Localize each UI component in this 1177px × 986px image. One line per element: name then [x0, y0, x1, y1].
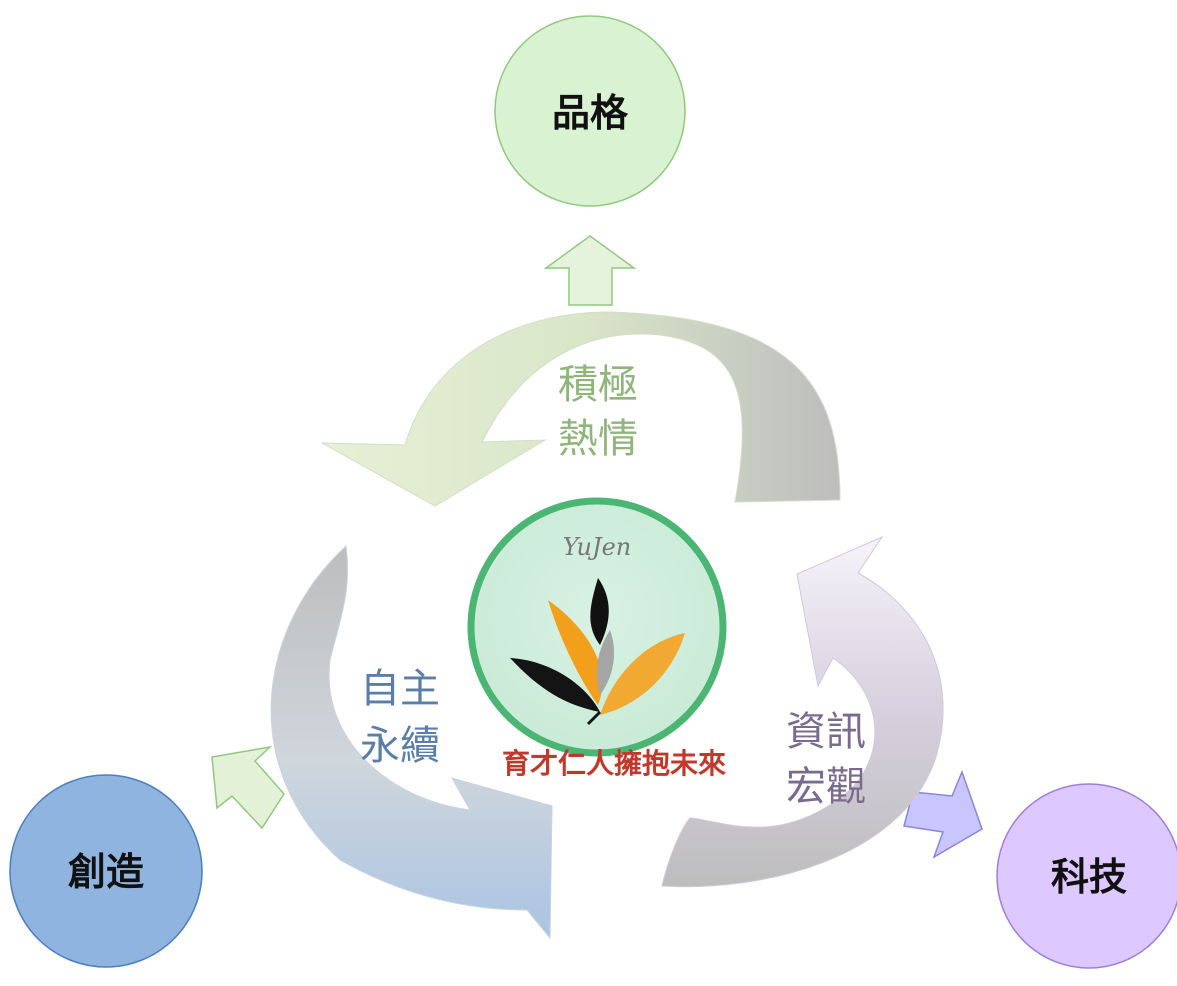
- logo-name: YuJen: [563, 533, 632, 561]
- small-arrow-lower-right-icon: [903, 769, 983, 859]
- phrase-left: 自主 永續: [360, 666, 440, 769]
- small-arrow-up-icon: [543, 235, 637, 306]
- curved-arrow-left-icon: [270, 544, 553, 940]
- node-technology-circle: [996, 783, 1177, 969]
- leaf-emblem-icon: [510, 578, 685, 726]
- phrase-top-line1: 積極: [558, 362, 638, 408]
- phrase-top: 積極 熱情: [558, 362, 638, 462]
- phrase-top-line2: 熱情: [558, 416, 638, 462]
- phrase-right-line1: 資訊: [786, 709, 866, 755]
- curved-arrow-top-icon: [321, 311, 841, 507]
- node-character-circle: [494, 15, 686, 207]
- phrase-right-line2: 宏觀: [786, 764, 866, 810]
- small-arrow-lower-left-icon: [211, 745, 285, 830]
- node-creativity-circle: [9, 774, 203, 968]
- curved-arrow-right-icon: [661, 535, 944, 888]
- node-technology: 科技: [996, 783, 1177, 969]
- node-creativity: 創造: [9, 774, 203, 968]
- phrase-right: 資訊 宏觀: [786, 709, 866, 810]
- node-creativity-label: 創造: [68, 850, 144, 894]
- node-technology-label: 科技: [1051, 855, 1127, 899]
- node-character: 品格: [494, 15, 686, 207]
- logo-motto: 育才仁人擁抱未來: [502, 747, 726, 780]
- school-logo: YuJen 育才仁人擁抱未來: [467, 497, 727, 780]
- phrase-left-line2: 永續: [360, 723, 440, 769]
- phrase-left-line1: 自主: [360, 666, 440, 712]
- node-character-label: 品格: [552, 91, 629, 135]
